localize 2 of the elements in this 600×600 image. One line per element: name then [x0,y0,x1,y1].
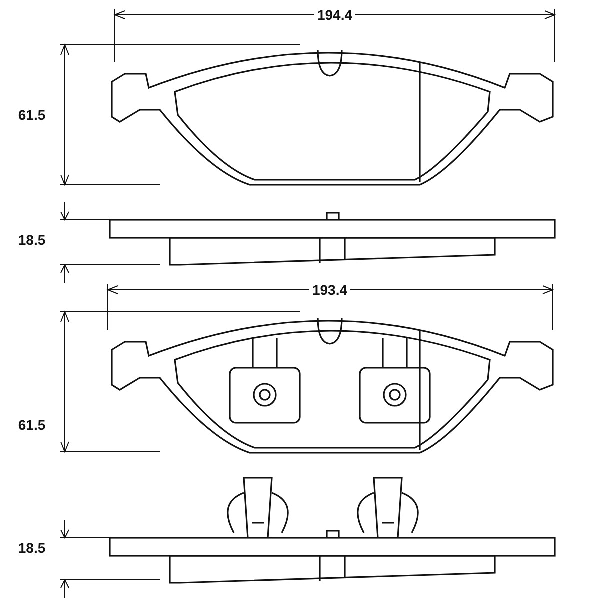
dimension-label: 194.4 [314,8,356,22]
dimension-label: 193.4 [309,283,351,297]
